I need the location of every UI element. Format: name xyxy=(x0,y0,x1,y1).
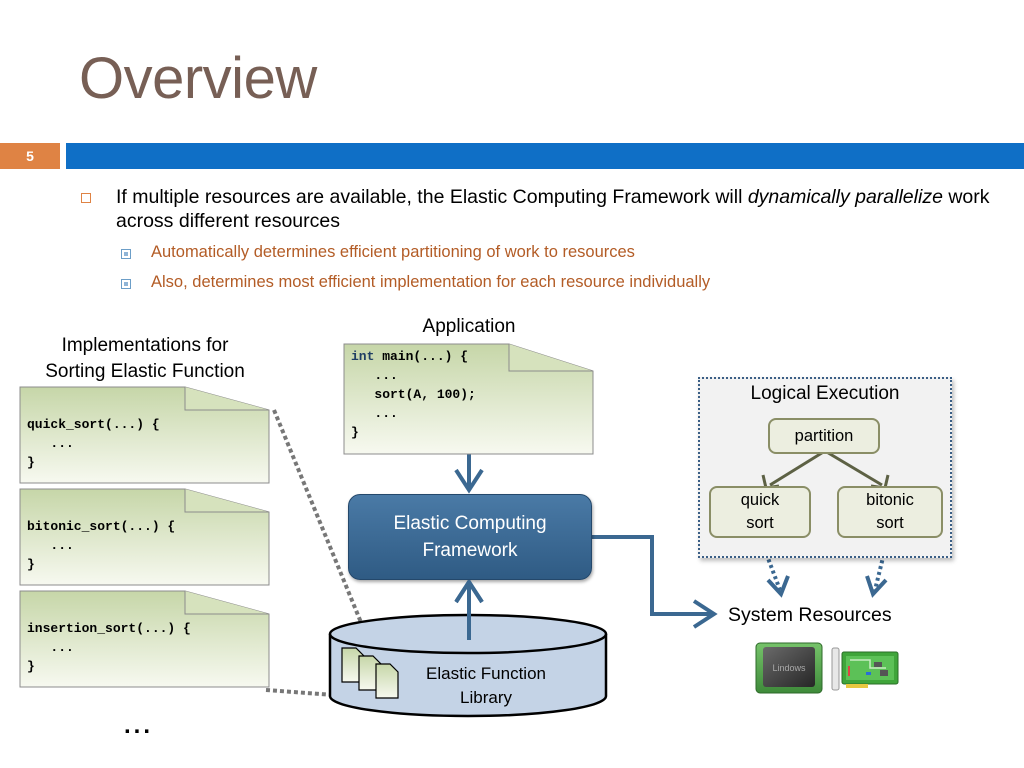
code-line: ... xyxy=(351,406,398,421)
caption-line: Sorting Elastic Function xyxy=(45,361,245,382)
impl-quicksort-doc: quick_sort(...) { ...} xyxy=(19,386,271,484)
node-label-line: sort xyxy=(746,514,774,532)
slide-title: Overview xyxy=(79,46,317,111)
caption-line: Implementations for xyxy=(61,335,229,356)
code-line: insertion_sort(...) { xyxy=(27,621,191,636)
code-line: quick_sort(...) { xyxy=(27,417,160,432)
library-label-line: Library xyxy=(460,688,512,707)
logical-execution-panel: Logical Execution partition quick sort bi… xyxy=(698,377,952,558)
node-label-line: quick xyxy=(740,491,780,509)
node-bitonic-sort: bitonic sort xyxy=(837,486,943,538)
application-caption: Application xyxy=(422,316,516,337)
code-block: bitonic_sort(...) { ...} xyxy=(27,517,175,574)
node-label-line: sort xyxy=(876,514,904,532)
sub-bullet-marker xyxy=(121,279,131,289)
code-line: ... xyxy=(27,538,74,553)
elastic-computing-framework-box: Elastic Computing Framework xyxy=(348,494,592,580)
node-label-line: bitonic xyxy=(866,491,914,509)
cpu-chip-text: Lindows xyxy=(772,663,806,673)
code-text: main(...) { xyxy=(374,349,469,364)
code-block: insertion_sort(...) { ...} xyxy=(27,619,191,676)
library-label: Elastic Function Library xyxy=(402,662,570,710)
doc-shape xyxy=(19,590,270,688)
code-line: ... xyxy=(27,436,74,451)
code-block: int main(...) { ... sort(A, 100); ...} xyxy=(351,347,476,442)
code-keyword: int xyxy=(351,349,375,364)
sub-bullet: Automatically determines efficient parti… xyxy=(151,243,635,261)
code-line: ... xyxy=(27,640,74,655)
arrowhead-down xyxy=(454,468,484,494)
arrow-framework-to-resources xyxy=(590,535,712,616)
code-line: int main(...) { xyxy=(351,347,476,366)
impl-insertionsort-doc: insertion_sort(...) { ...} xyxy=(19,590,271,688)
main-bullet: If multiple resources are available, the… xyxy=(116,185,996,233)
code-line: ... xyxy=(351,368,398,383)
dotted-arrowhead-quick xyxy=(766,575,790,598)
code-line: } xyxy=(27,659,35,674)
slide-number: 5 xyxy=(0,143,60,169)
node-quick-sort: quick sort xyxy=(709,486,811,538)
bullet-marker xyxy=(81,193,91,203)
code-line: bitonic_sort(...) { xyxy=(27,519,176,534)
system-resources-label: System Resources xyxy=(728,604,892,626)
doc-shape xyxy=(19,488,270,586)
library-arrow-overlay xyxy=(455,580,484,640)
doc-shape xyxy=(19,386,270,484)
library-documents-icon xyxy=(341,647,399,699)
dotted-link-quicksort xyxy=(272,409,380,665)
main-bullet-text-1: If multiple resources are available, the… xyxy=(116,186,748,208)
header-bar xyxy=(66,143,1024,169)
code-line: } xyxy=(351,425,359,440)
application-doc: int main(...) { ... sort(A, 100); ...} xyxy=(343,343,595,455)
dotted-arrowhead-bitonic xyxy=(865,575,888,598)
arrowhead-right xyxy=(692,599,718,629)
library-label-line: Elastic Function xyxy=(426,664,546,683)
doc-shape xyxy=(343,343,594,455)
node-partition: partition xyxy=(768,418,880,454)
implementations-caption: Implementations for Sorting Elastic Func… xyxy=(20,333,270,385)
sub-bullet: Also, determines most efficient implemen… xyxy=(151,273,711,291)
code-line: } xyxy=(27,455,35,470)
code-block: quick_sort(...) { ...} xyxy=(27,415,160,472)
framework-label-line: Framework xyxy=(422,540,518,561)
logical-execution-title: Logical Execution xyxy=(750,383,900,404)
main-bullet-text-2: work across different resources xyxy=(116,186,990,232)
impl-bitonicsort-doc: bitonic_sort(...) { ...} xyxy=(19,488,271,586)
code-line: sort(A, 100); xyxy=(351,387,476,402)
gpu-card-icon xyxy=(831,647,899,691)
code-line: } xyxy=(27,557,35,572)
more-implementations-ellipsis: ... xyxy=(124,712,154,739)
sub-bullet-marker xyxy=(121,249,131,259)
framework-label-line: Elastic Computing xyxy=(393,513,547,534)
cpu-icon: Lindows xyxy=(755,642,823,694)
main-bullet-emphasis: dynamically parallelize xyxy=(747,186,943,208)
